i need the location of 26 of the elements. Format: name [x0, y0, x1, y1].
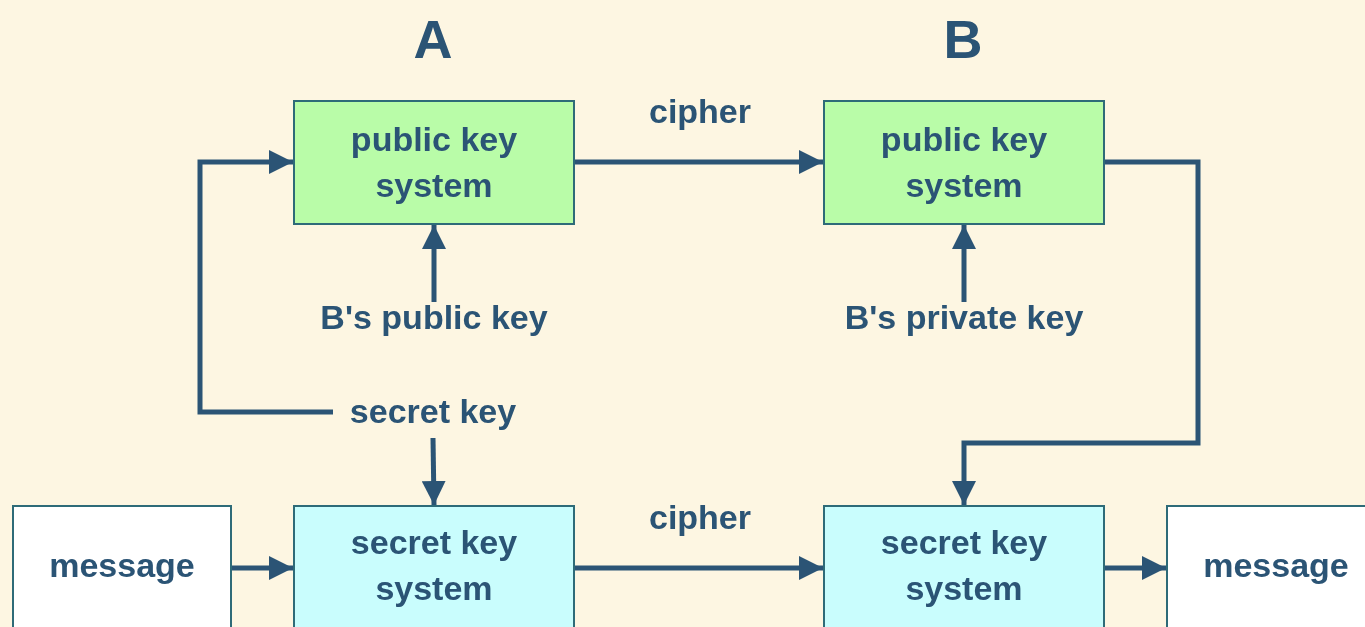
- data-box: [12, 505, 232, 627]
- process-box: [293, 505, 575, 627]
- arrow: [422, 225, 446, 302]
- arrow: [197, 150, 333, 415]
- arrow: [1105, 556, 1166, 580]
- arrow: [421, 437, 446, 506]
- arrow: [575, 150, 823, 174]
- data-box: [1166, 505, 1365, 627]
- box-label: secret key system: [879, 522, 1049, 609]
- arrow: [952, 225, 976, 302]
- arrow: [952, 159, 1201, 505]
- key-label: B's private key: [844, 297, 1084, 339]
- box-label: public key system: [349, 118, 519, 206]
- arrow: [575, 556, 823, 580]
- key-label: secret key: [349, 391, 517, 433]
- box-label: message: [1203, 545, 1349, 587]
- key-label: B's public key: [320, 297, 548, 339]
- process-box: [823, 100, 1105, 225]
- box-label: message: [49, 545, 195, 587]
- party-heading: B: [942, 8, 984, 70]
- box-label: secret key system: [349, 522, 519, 609]
- party-heading: A: [412, 8, 454, 70]
- process-box: [293, 100, 575, 225]
- arrow: [232, 556, 293, 580]
- process-box: [823, 505, 1105, 627]
- box-label: public key system: [879, 118, 1049, 206]
